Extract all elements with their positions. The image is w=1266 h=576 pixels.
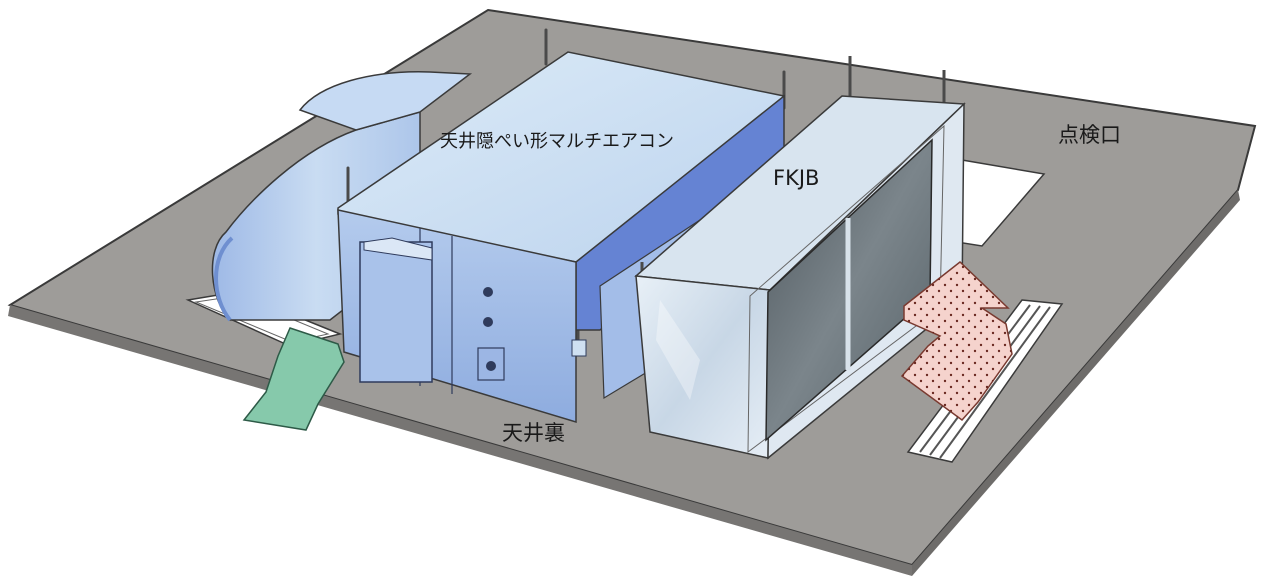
return-air-arrow: [900, 261, 1013, 422]
supply-air-arrow: [242, 327, 345, 431]
inspection-port-label: 点検口: [1058, 123, 1121, 147]
ceiling-space-label: 天井裏: [502, 421, 565, 445]
aircon-unit-body: [337, 51, 785, 424]
fkjb-filter-box: [634, 56, 966, 460]
filter-box-label: FKJB: [773, 166, 820, 190]
supply-duct: [211, 71, 473, 322]
aircon-unit-label: 天井隠ぺい形マルチエアコン: [440, 131, 674, 152]
